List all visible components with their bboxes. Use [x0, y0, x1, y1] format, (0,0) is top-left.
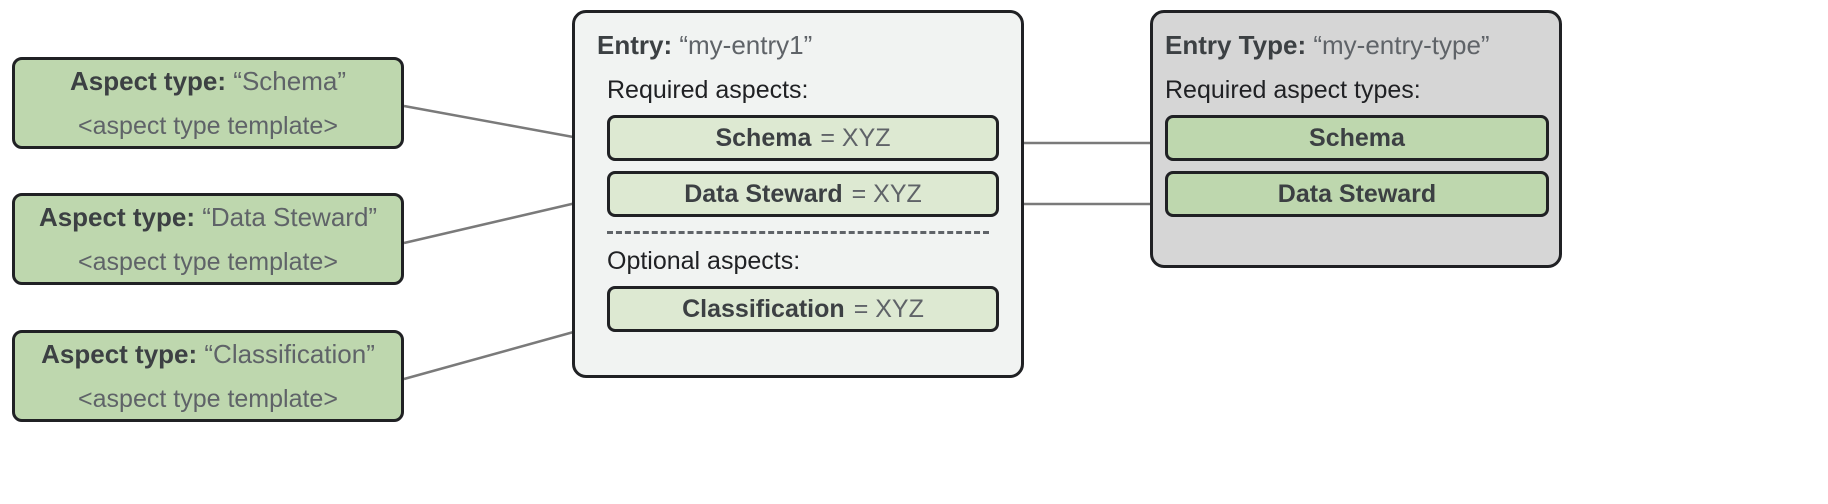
entry-optional-aspect-row-classification[interactable]: Classification = XYZ — [607, 286, 999, 332]
entry-panel-title-label: Entry: — [597, 30, 673, 60]
entry-required-aspects-label: Required aspects: — [607, 76, 809, 104]
entry-required-aspect-schema-value: = XYZ — [820, 123, 891, 152]
aspect-type-card-classification-template: <aspect type template> — [78, 385, 338, 413]
entry-type-required-aspect-types-label: Required aspect types: — [1165, 76, 1421, 104]
aspect-type-card-classification-title: Aspect type: “Classification” — [41, 339, 375, 369]
entry-type-panel-title: Entry Type: “my-entry-type” — [1165, 29, 1549, 61]
aspect-type-card-data-steward-label: Aspect type: — [38, 202, 195, 232]
entry-panel[interactable]: Entry: “my-entry1” Required aspects: Sch… — [572, 10, 1024, 378]
aspect-type-card-data-steward-template: <aspect type template> — [78, 248, 338, 276]
aspect-type-card-schema-template: <aspect type template> — [78, 112, 338, 140]
entry-optional-aspects-label: Optional aspects: — [607, 247, 801, 275]
entry-required-aspect-row-data-steward[interactable]: Data Steward = XYZ — [607, 171, 999, 217]
aspect-type-card-data-steward[interactable]: Aspect type: “Data Steward” <aspect type… — [12, 193, 404, 285]
aspect-type-card-schema-title: Aspect type: “Schema” — [70, 66, 346, 96]
aspect-type-card-data-steward-title: Aspect type: “Data Steward” — [39, 202, 377, 232]
aspect-type-card-classification[interactable]: Aspect type: “Classification” <aspect ty… — [12, 330, 404, 422]
entry-panel-title-value: “my-entry1” — [679, 30, 813, 60]
aspect-type-card-classification-name: “Classification” — [204, 339, 375, 369]
entry-required-aspect-row-schema[interactable]: Schema = XYZ — [607, 115, 999, 161]
entry-type-panel[interactable]: Entry Type: “my-entry-type” Required asp… — [1150, 10, 1562, 268]
entry-panel-divider — [607, 231, 989, 234]
entry-required-aspect-data-steward-value: = XYZ — [851, 179, 922, 208]
entry-type-panel-title-value: “my-entry-type” — [1313, 30, 1490, 60]
entry-optional-aspect-classification-value: = XYZ — [853, 294, 924, 323]
entry-required-aspect-data-steward-name: Data Steward — [684, 179, 843, 208]
aspect-type-card-schema[interactable]: Aspect type: “Schema” <aspect type templ… — [12, 57, 404, 149]
entry-panel-title: Entry: “my-entry1” — [597, 29, 999, 61]
entry-optional-aspect-classification-name: Classification — [682, 294, 845, 323]
aspect-type-card-schema-name: “Schema” — [233, 66, 346, 96]
entry-required-aspect-schema-name: Schema — [715, 123, 812, 152]
aspect-type-card-classification-label: Aspect type: — [41, 339, 198, 369]
entry-type-panel-title-label: Entry Type: — [1165, 30, 1307, 60]
aspect-type-card-schema-label: Aspect type: — [70, 66, 227, 96]
entry-type-required-aspect-type-row-data-steward[interactable]: Data Steward — [1165, 171, 1549, 217]
aspect-type-card-data-steward-name: “Data Steward” — [202, 202, 378, 232]
entry-type-required-aspect-type-row-schema[interactable]: Schema — [1165, 115, 1549, 161]
